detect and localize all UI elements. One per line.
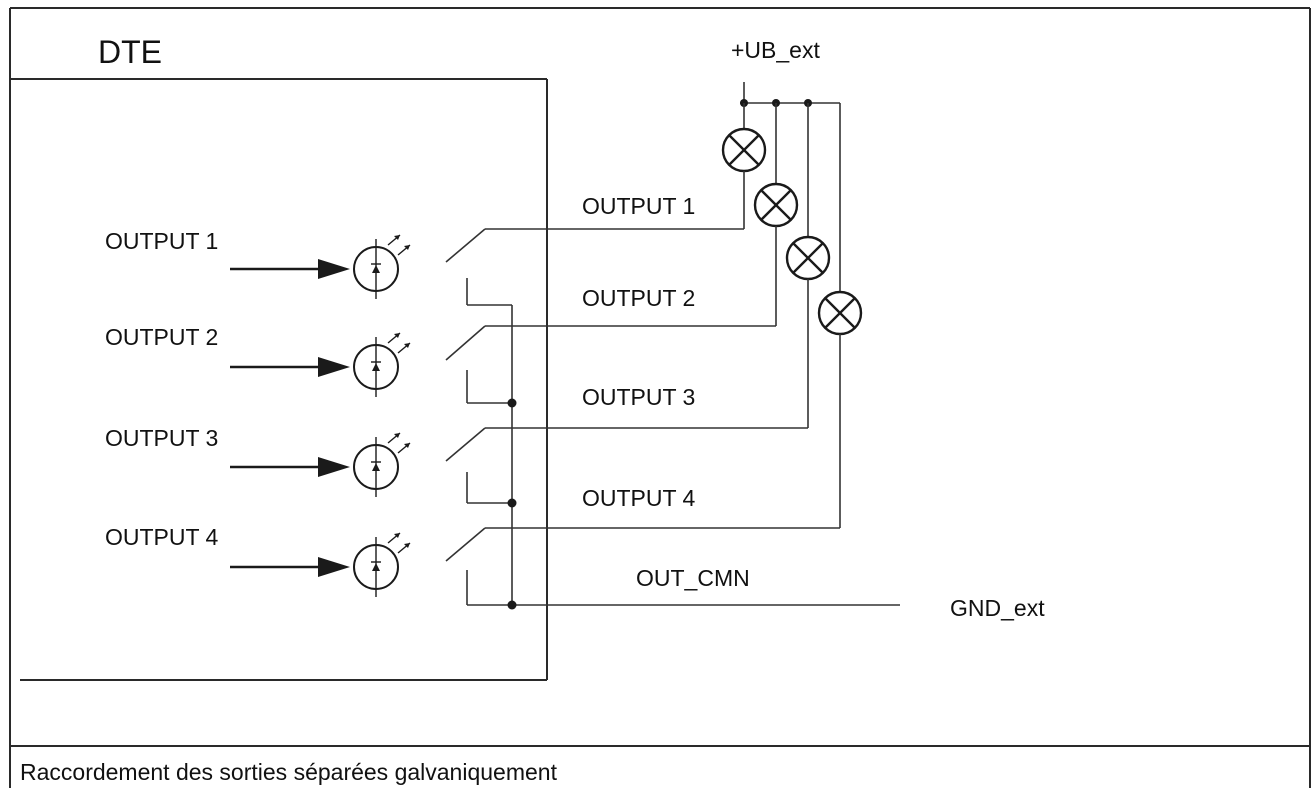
junction-dot-icon [507, 498, 517, 508]
signal-arrow-icon [230, 357, 350, 377]
signal-arrow-icon [230, 259, 350, 279]
ground-label: GND_ext [950, 595, 1045, 621]
lamp-icon [753, 182, 799, 228]
input-channel-1 [230, 234, 411, 299]
relay-switch-icon [445, 228, 512, 306]
outer-frame [9, 7, 1311, 788]
lamp-icon [785, 235, 831, 281]
relay-switch-icon [445, 527, 900, 606]
line-label-output-2: OUTPUT 2 [582, 285, 695, 311]
dte-device-box [10, 78, 548, 681]
relay-switches [445, 228, 900, 610]
led-optocoupler-icon [353, 234, 411, 299]
junction-dot-icon [507, 600, 517, 610]
input-channel-3 [230, 432, 411, 497]
input-channel-2 [230, 332, 411, 397]
relay-switch-icon [445, 325, 512, 404]
figure-caption: Raccordement des sorties séparées galvan… [20, 759, 558, 785]
common-label: OUT_CMN [636, 565, 750, 591]
input-label-output-1: OUTPUT 1 [105, 228, 218, 254]
led-optocoupler-icon [353, 532, 411, 597]
supply-bus [740, 82, 841, 291]
led-optocoupler-icon [353, 432, 411, 497]
junction-dot-icon [507, 398, 517, 408]
lamp-icon [817, 290, 863, 336]
input-channel-4 [230, 532, 411, 597]
line-label-output-4: OUTPUT 4 [582, 485, 696, 511]
signal-arrow-icon [230, 457, 350, 477]
input-label-output-4: OUTPUT 4 [105, 524, 219, 550]
line-label-output-1: OUTPUT 1 [582, 193, 695, 219]
signal-arrow-icon [230, 557, 350, 577]
lamp-icon [721, 127, 767, 173]
led-optocoupler-icon [353, 332, 411, 397]
output-wires [485, 171, 841, 529]
input-label-output-3: OUTPUT 3 [105, 425, 218, 451]
device-title: DTE [98, 34, 162, 70]
line-label-output-3: OUTPUT 3 [582, 384, 695, 410]
relay-switch-icon [445, 427, 512, 504]
supply-label: +UB_ext [731, 37, 820, 63]
input-label-output-2: OUTPUT 2 [105, 324, 218, 350]
